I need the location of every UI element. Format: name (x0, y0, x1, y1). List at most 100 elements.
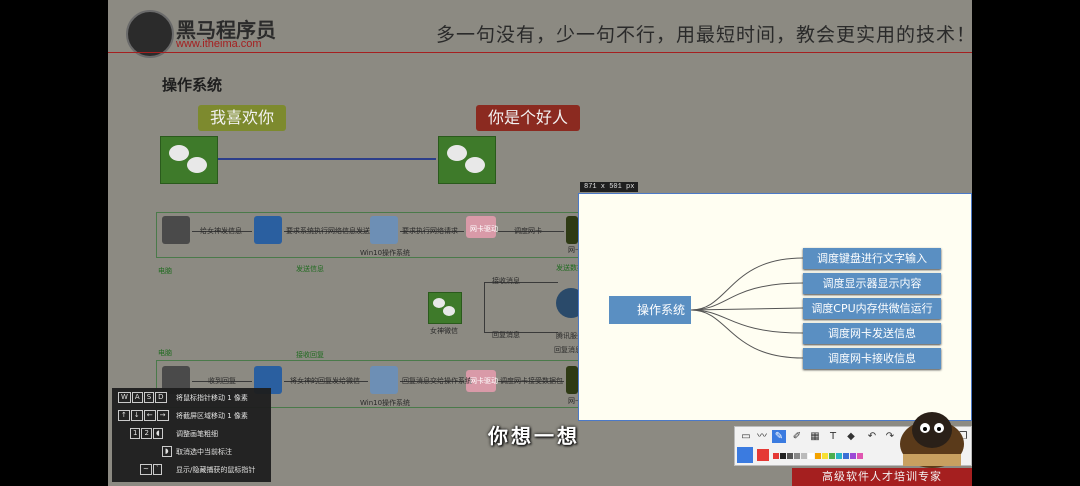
color-swatch[interactable] (815, 453, 821, 459)
curve-icon[interactable]: 〰 (757, 431, 767, 442)
user-icon (162, 216, 190, 244)
mosaic-icon[interactable]: ▦ (810, 431, 820, 442)
key-backtick: ` (152, 464, 163, 475)
computer-label: 电脑 (158, 349, 172, 357)
key-s: S (143, 392, 155, 403)
mindmap-item: 调度键盘进行文字输入 (803, 248, 941, 269)
win-label: Win10操作系统 (360, 249, 411, 257)
network-card-icon (566, 216, 578, 244)
footer-banner: 高级软件人才培训专家 (792, 468, 972, 486)
help-text: 将鼠标指针移动 1 像素 (176, 394, 248, 402)
header-divider (108, 52, 972, 53)
capture-selection[interactable]: 操作系统 调度键盘进行文字输入 调度显示器显示内容 调度CPU内存供微信运行 调… (578, 193, 972, 421)
color-swatch[interactable] (801, 453, 807, 459)
win-label: Win10操作系统 (360, 399, 411, 407)
mindmap-item: 调度网卡发送信息 (803, 323, 941, 344)
receive-step-label: 回复消息交给操作系统 (402, 377, 472, 385)
send-step-label: 调度网卡 (514, 227, 542, 235)
mindmap-item: 调度显示器显示内容 (803, 273, 941, 294)
server-label: 腾讯服务器 (556, 332, 591, 340)
nic-driver-icon (466, 370, 496, 392)
server-reply-label: 回复消息包 (554, 346, 589, 354)
capture-size-label: 871 x 501 px (580, 182, 639, 192)
video-subtitle: 你想一想 (488, 424, 580, 448)
color-swatch[interactable] (850, 453, 856, 459)
receive-step-label: 调度网卡接受数据包 (500, 377, 563, 385)
color-swatch[interactable] (780, 453, 786, 459)
color-swatch[interactable] (787, 453, 793, 459)
color-swatch[interactable] (857, 453, 863, 459)
rect-icon[interactable]: ▭ (741, 431, 751, 442)
color-swatch[interactable] (808, 453, 814, 459)
mindmap-item: 调度网卡接收信息 (803, 348, 941, 369)
mindmap-item: 调度CPU内存供微信运行 (803, 298, 941, 319)
goddess-wechat-label: 女神微信 (430, 327, 458, 335)
key-d: D (155, 392, 167, 403)
redo-icon[interactable]: ↷ (885, 431, 895, 442)
double-arrow (218, 158, 436, 160)
wechat-icon (438, 136, 496, 184)
undo-icon[interactable]: ↶ (867, 431, 877, 442)
key-2: 2 (141, 428, 152, 439)
key-1: 1 (130, 428, 141, 439)
computer-label: 电脑 (158, 267, 172, 275)
send-step-label: 网卡驱动 (470, 225, 498, 233)
color-swatch[interactable] (843, 453, 849, 459)
text-icon[interactable]: T (829, 431, 837, 442)
send-packet-label: 发送数据包 (556, 264, 591, 272)
receive-step-label: 收到回复 (208, 377, 236, 385)
windows-icon (370, 366, 398, 394)
mascot-icon (900, 412, 964, 468)
send-step-label: 要求执行网络请求 (402, 227, 458, 235)
receive-step-label: 网卡驱动 (470, 377, 498, 385)
eraser-icon[interactable]: ◆ (847, 431, 855, 442)
key-down: ↓ (130, 410, 143, 421)
logo-title: 黑马程序员 (176, 18, 276, 42)
slogan: 多一句没有，少一句不行，用最短时间，教会更实用的技术！ (436, 24, 972, 46)
section-title: 操作系统 (162, 76, 223, 94)
color-swatch[interactable] (794, 453, 800, 459)
key-tilde: ~ (140, 464, 152, 475)
nic-label: 网卡 (568, 246, 582, 254)
key-up: ↑ (118, 410, 130, 421)
pen-icon[interactable]: ✎ (772, 430, 786, 443)
key-right: → (156, 410, 169, 421)
help-text: 取消选中当前标注 (176, 448, 232, 456)
key-w: W (118, 392, 131, 403)
send-info-label: 发送信息 (296, 265, 324, 273)
receive-reply-label: 接收回复 (296, 351, 324, 359)
marker-icon[interactable]: ✐ (792, 431, 802, 442)
copy-icon[interactable]: ❐ (958, 431, 968, 442)
nic-label: 网卡 (568, 397, 582, 405)
goddess-wechat-icon (428, 292, 462, 324)
receive-step-label: 将女神的回复发给微信 (290, 377, 360, 385)
key-a: A (131, 392, 143, 403)
windows-icon (370, 216, 398, 244)
wechat-app-icon (254, 216, 282, 244)
mouse-wheel-icon: ◖ (152, 428, 163, 439)
color-swatch[interactable] (822, 453, 828, 459)
mouse-right-icon: ◗ (162, 446, 172, 457)
send-step-label: 给女神发信息 (200, 227, 242, 235)
left-speech-bubble: 我喜欢你 (198, 105, 287, 131)
help-text: 显示/隐藏捕获的鼠标指针 (176, 466, 256, 474)
send-step-label: 要求系统执行网络信息发送 (286, 227, 370, 235)
color-swatch[interactable] (836, 453, 842, 459)
network-card-icon (566, 366, 578, 394)
help-text: 调整画笔粗细 (176, 430, 218, 438)
receive-msg-label: 接收消息 (492, 277, 520, 285)
color-swatch[interactable] (829, 453, 835, 459)
right-speech-bubble: 你是个好人 (476, 105, 581, 131)
nic-driver-icon (466, 216, 496, 238)
horse-logo-icon (126, 10, 174, 58)
help-text: 将截屏区域移动 1 像素 (176, 412, 248, 420)
wechat-icon (160, 136, 218, 184)
key-left: ← (143, 410, 156, 421)
selected-color[interactable] (757, 449, 769, 461)
current-color-swatch[interactable] (737, 447, 753, 463)
mindmap-center-node: 操作系统 (609, 296, 691, 324)
reply-msg-label: 回复消息 (492, 331, 520, 339)
color-swatch[interactable] (773, 453, 779, 459)
logo-url: www.itheima.com (176, 38, 262, 50)
